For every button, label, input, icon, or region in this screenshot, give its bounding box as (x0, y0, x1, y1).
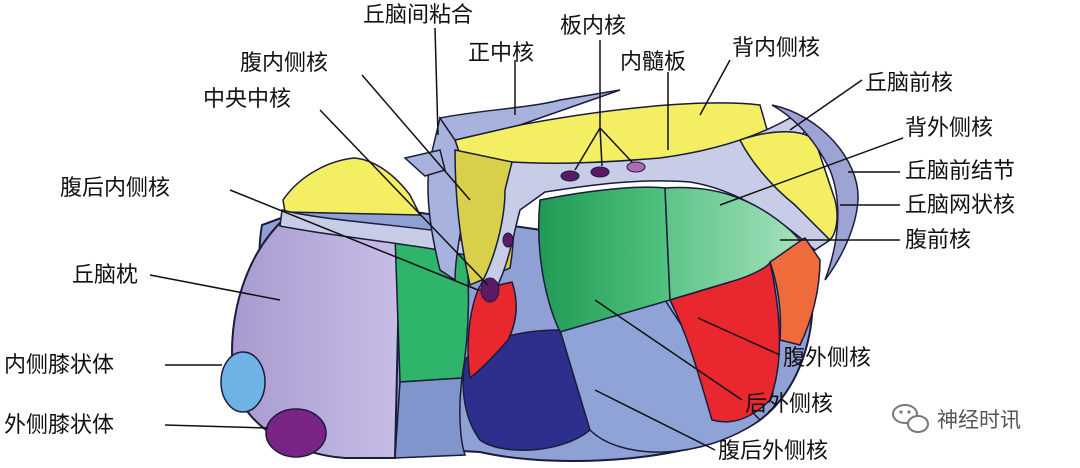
label-anterior-tubercle: 丘脑前结节 (905, 159, 1015, 184)
medial-red-strip (467, 281, 517, 380)
watermark-text: 神经时讯 (937, 408, 1021, 432)
label-ventromedial-nucleus: 腹内侧核 (240, 51, 328, 76)
label-reticular-nucleus: 丘脑网状核 (905, 193, 1015, 218)
label-ventral-lateral-nucleus: 腹外侧核 (783, 346, 871, 371)
label-ventral-posteromedial-nucleus: 腹后内侧核 (60, 176, 170, 201)
lateral-geniculate-shape (265, 408, 327, 458)
label-centromedian-nucleus: 中央中核 (203, 87, 291, 112)
intralaminar-dot-1 (560, 170, 580, 182)
posterior-blue-region (394, 377, 467, 459)
label-lateral-dorsal-nucleus: 背外侧核 (905, 116, 993, 141)
label-intralaminar-nuclei: 板内核 (560, 14, 626, 39)
wechat-icon (892, 404, 929, 433)
label-ventral-posterolateral-nucleus: 腹后外侧核 (718, 439, 828, 464)
label-midline-nuclei: 正中核 (468, 41, 534, 66)
medial-geniculate-shape (220, 351, 266, 413)
ventral-lateral-red-region (668, 261, 781, 423)
label-pulvinar: 丘脑枕 (72, 263, 138, 288)
intralaminar-dot-2 (590, 166, 610, 178)
label-lateral-geniculate-body: 外侧膝状体 (4, 413, 114, 438)
pulvinar-yellow-cap (282, 157, 422, 216)
label-internal-medullary-lamina: 内髓板 (620, 50, 686, 75)
label-medial-geniculate-body: 内侧膝状体 (4, 353, 114, 378)
midline-top-strip (438, 89, 621, 141)
intralaminar-dot-4 (502, 232, 514, 248)
intralaminar-dot-5 (480, 277, 500, 303)
anterior-reticular-cap (771, 104, 859, 281)
label-anterior-nucleus: 丘脑前核 (865, 71, 953, 96)
label-mediodorsal-nucleus: 背内侧核 (732, 36, 820, 61)
label-lateral-posterior-nucleus: 后外侧核 (745, 392, 833, 417)
ventral-anterior-orange-region (769, 237, 821, 346)
label-interthalamic-adhesion: 丘脑间粘合 (363, 3, 473, 28)
label-ventral-anterior-nucleus: 腹前核 (905, 228, 971, 253)
intralaminar-dot-3 (626, 161, 646, 173)
lateral-dorsal-yellow-region (738, 131, 838, 242)
